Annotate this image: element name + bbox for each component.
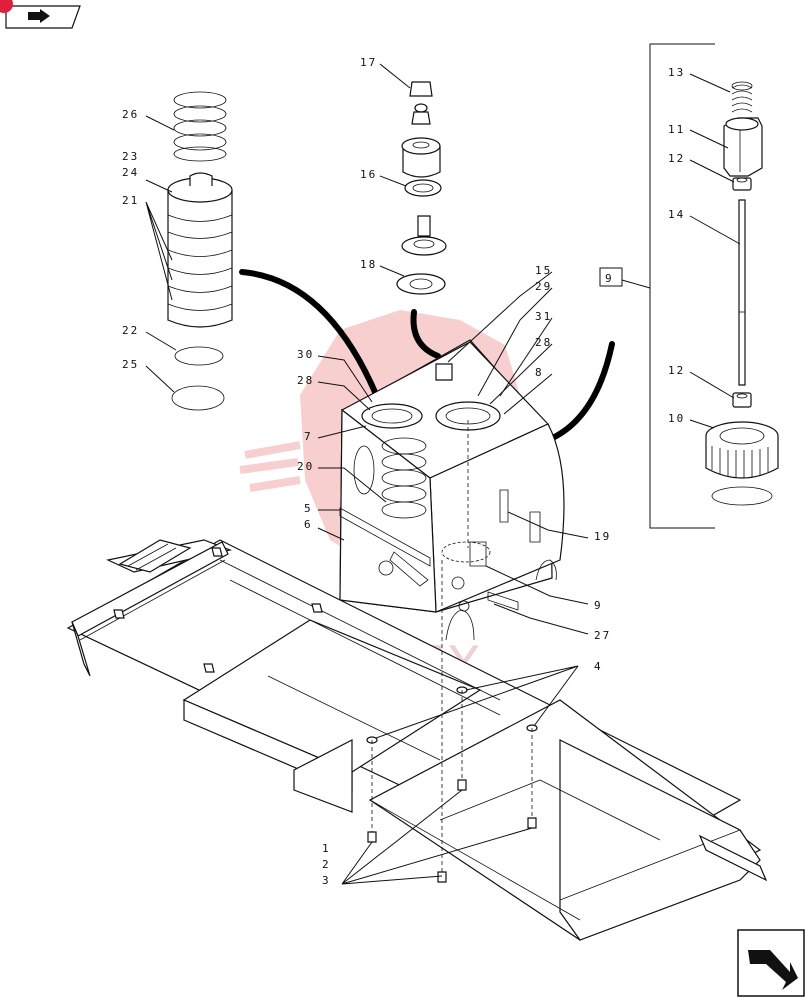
callout-13: 13 [668,66,685,79]
nut-12-bottom [732,392,752,408]
top-nav-tab[interactable] [0,0,81,29]
callout-3: 3 [322,874,331,887]
nut-12-top [732,177,752,191]
cap-body [401,137,441,178]
callout-19: 19 [594,530,611,543]
callout-23: 23 [122,150,139,163]
callout-31: 31 [535,310,552,323]
callout-4: 4 [594,660,603,673]
callout-11: 11 [668,123,685,136]
red-corner-badge [0,0,13,13]
callout-26: 26 [122,108,139,121]
callout-20: 20 [297,460,314,473]
bottom-nav-button[interactable] [737,929,805,997]
nut-small [411,111,431,125]
seal-16 [404,179,442,197]
leader-arc-left [239,269,383,407]
gasket-18 [396,273,446,295]
filter-assembly-bracket [599,43,715,529]
callout-16: 16 [360,168,377,181]
leader-arc-right [545,341,615,443]
filter-element-21 [167,172,233,328]
callout-9: 9 [594,599,603,612]
callout-9-box: 9 [605,272,614,285]
callout-14: 14 [668,208,685,221]
callout-29: 29 [535,280,552,293]
callout-22: 22 [122,324,139,337]
callout-28-right: 28 [535,336,552,349]
callout-5: 5 [304,502,313,515]
callout-6: 6 [304,518,313,531]
callout-28-left: 28 [297,374,314,387]
callout-17: 17 [360,56,377,69]
return-arrow-icon [748,950,798,990]
callout-12-top: 12 [668,152,685,165]
machine-frame [66,539,768,941]
callout-7: 7 [304,430,313,443]
leader-arc-center [410,309,441,359]
housing-11 [723,117,763,177]
callout-25: 25 [122,358,139,371]
callout-8: 8 [535,366,544,379]
callout-15: 15 [535,264,552,277]
callout-24: 24 [122,166,139,179]
callout-2: 2 [322,858,331,871]
strainer-10 [705,421,779,506]
spring-26 [173,91,227,162]
callout-1: 1 [322,842,331,855]
rod-14 [738,199,746,386]
callout-30: 30 [297,348,314,361]
seal-ring-22 [174,346,224,366]
cap-17 [409,81,433,113]
callout-21: 21 [122,194,139,207]
callout-10: 10 [668,412,685,425]
callout-12-bottom: 12 [668,364,685,377]
breather-flange [401,215,447,256]
seal-ring-25 [171,385,225,411]
callout-27: 27 [594,629,611,642]
hydraulic-tank [339,339,565,641]
spring-13 [731,81,753,113]
screen-20 [381,437,427,519]
callout-18: 18 [360,258,377,271]
forward-arrow-icon [28,9,50,23]
